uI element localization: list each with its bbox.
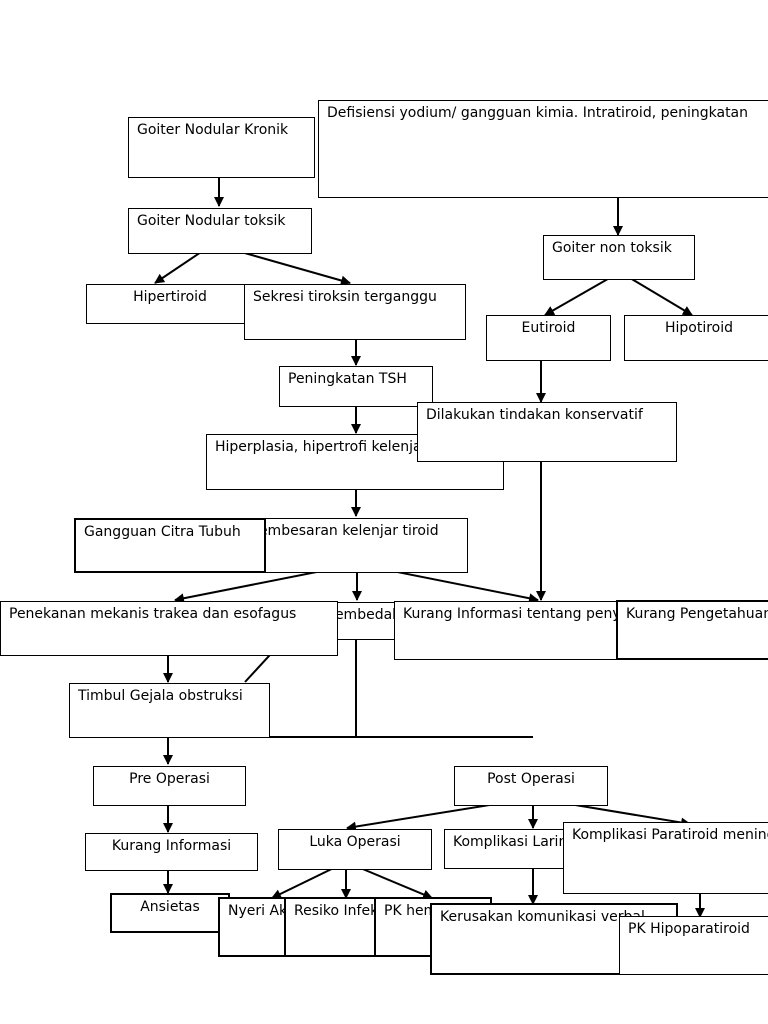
node-sekresi-tiroksin: Sekresi tiroksin terganggu <box>244 284 466 340</box>
node-pk-hipoparatiroid: PK Hipoparatiroid <box>619 916 768 975</box>
node-kurang-informasi-tentang-penyakit: Kurang Informasi tentang penyakit <box>394 601 624 660</box>
node-hipertiroid: Hipertiroid <box>86 284 254 324</box>
node-tindakan-konservatif: Dilakukan tindakan konservatif <box>417 402 677 462</box>
node-hipotiroid: Hipotiroid <box>624 315 768 361</box>
node-kurang-pengetahuan: Kurang Pengetahuan <box>616 600 768 660</box>
node-penekanan-mekanis: Penekanan mekanis trakea dan esofagus <box>0 601 338 656</box>
node-luka-operasi: Luka Operasi <box>278 829 432 870</box>
node-kurang-informasi: Kurang Informasi <box>85 833 258 871</box>
node-goiter-nodular-toksik: Goiter Nodular toksik <box>128 208 312 254</box>
node-gangguan-citra-tubuh: Gangguan Citra Tubuh <box>74 518 266 573</box>
node-komplikasi-paratiroid: Komplikasi Paratiroid meningkat <box>563 822 768 894</box>
node-goiter-non-toksik: Goiter non toksik <box>543 235 695 280</box>
node-ansietas: Ansietas <box>110 893 230 933</box>
node-resiko-infeksi: Resiko Infeksi <box>284 897 384 957</box>
node-pre-operasi: Pre Operasi <box>93 766 246 806</box>
node-eutiroid: Eutiroid <box>486 315 611 361</box>
node-goiter-nodular-kronik: Goiter Nodular Kronik <box>128 117 315 178</box>
node-defisiensi-yodium: Defisiensi yodium/ gangguan kimia. Intra… <box>318 100 768 198</box>
node-post-operasi: Post Operasi <box>454 766 608 806</box>
node-peningkatan-tsh: Peningkatan TSH <box>279 366 433 407</box>
node-timbul-gejala-obstruksi: Timbul Gejala obstruksi <box>69 683 270 738</box>
node-pembesaran-kelenjar: Pembesaran kelenjar tiroid <box>242 518 468 573</box>
